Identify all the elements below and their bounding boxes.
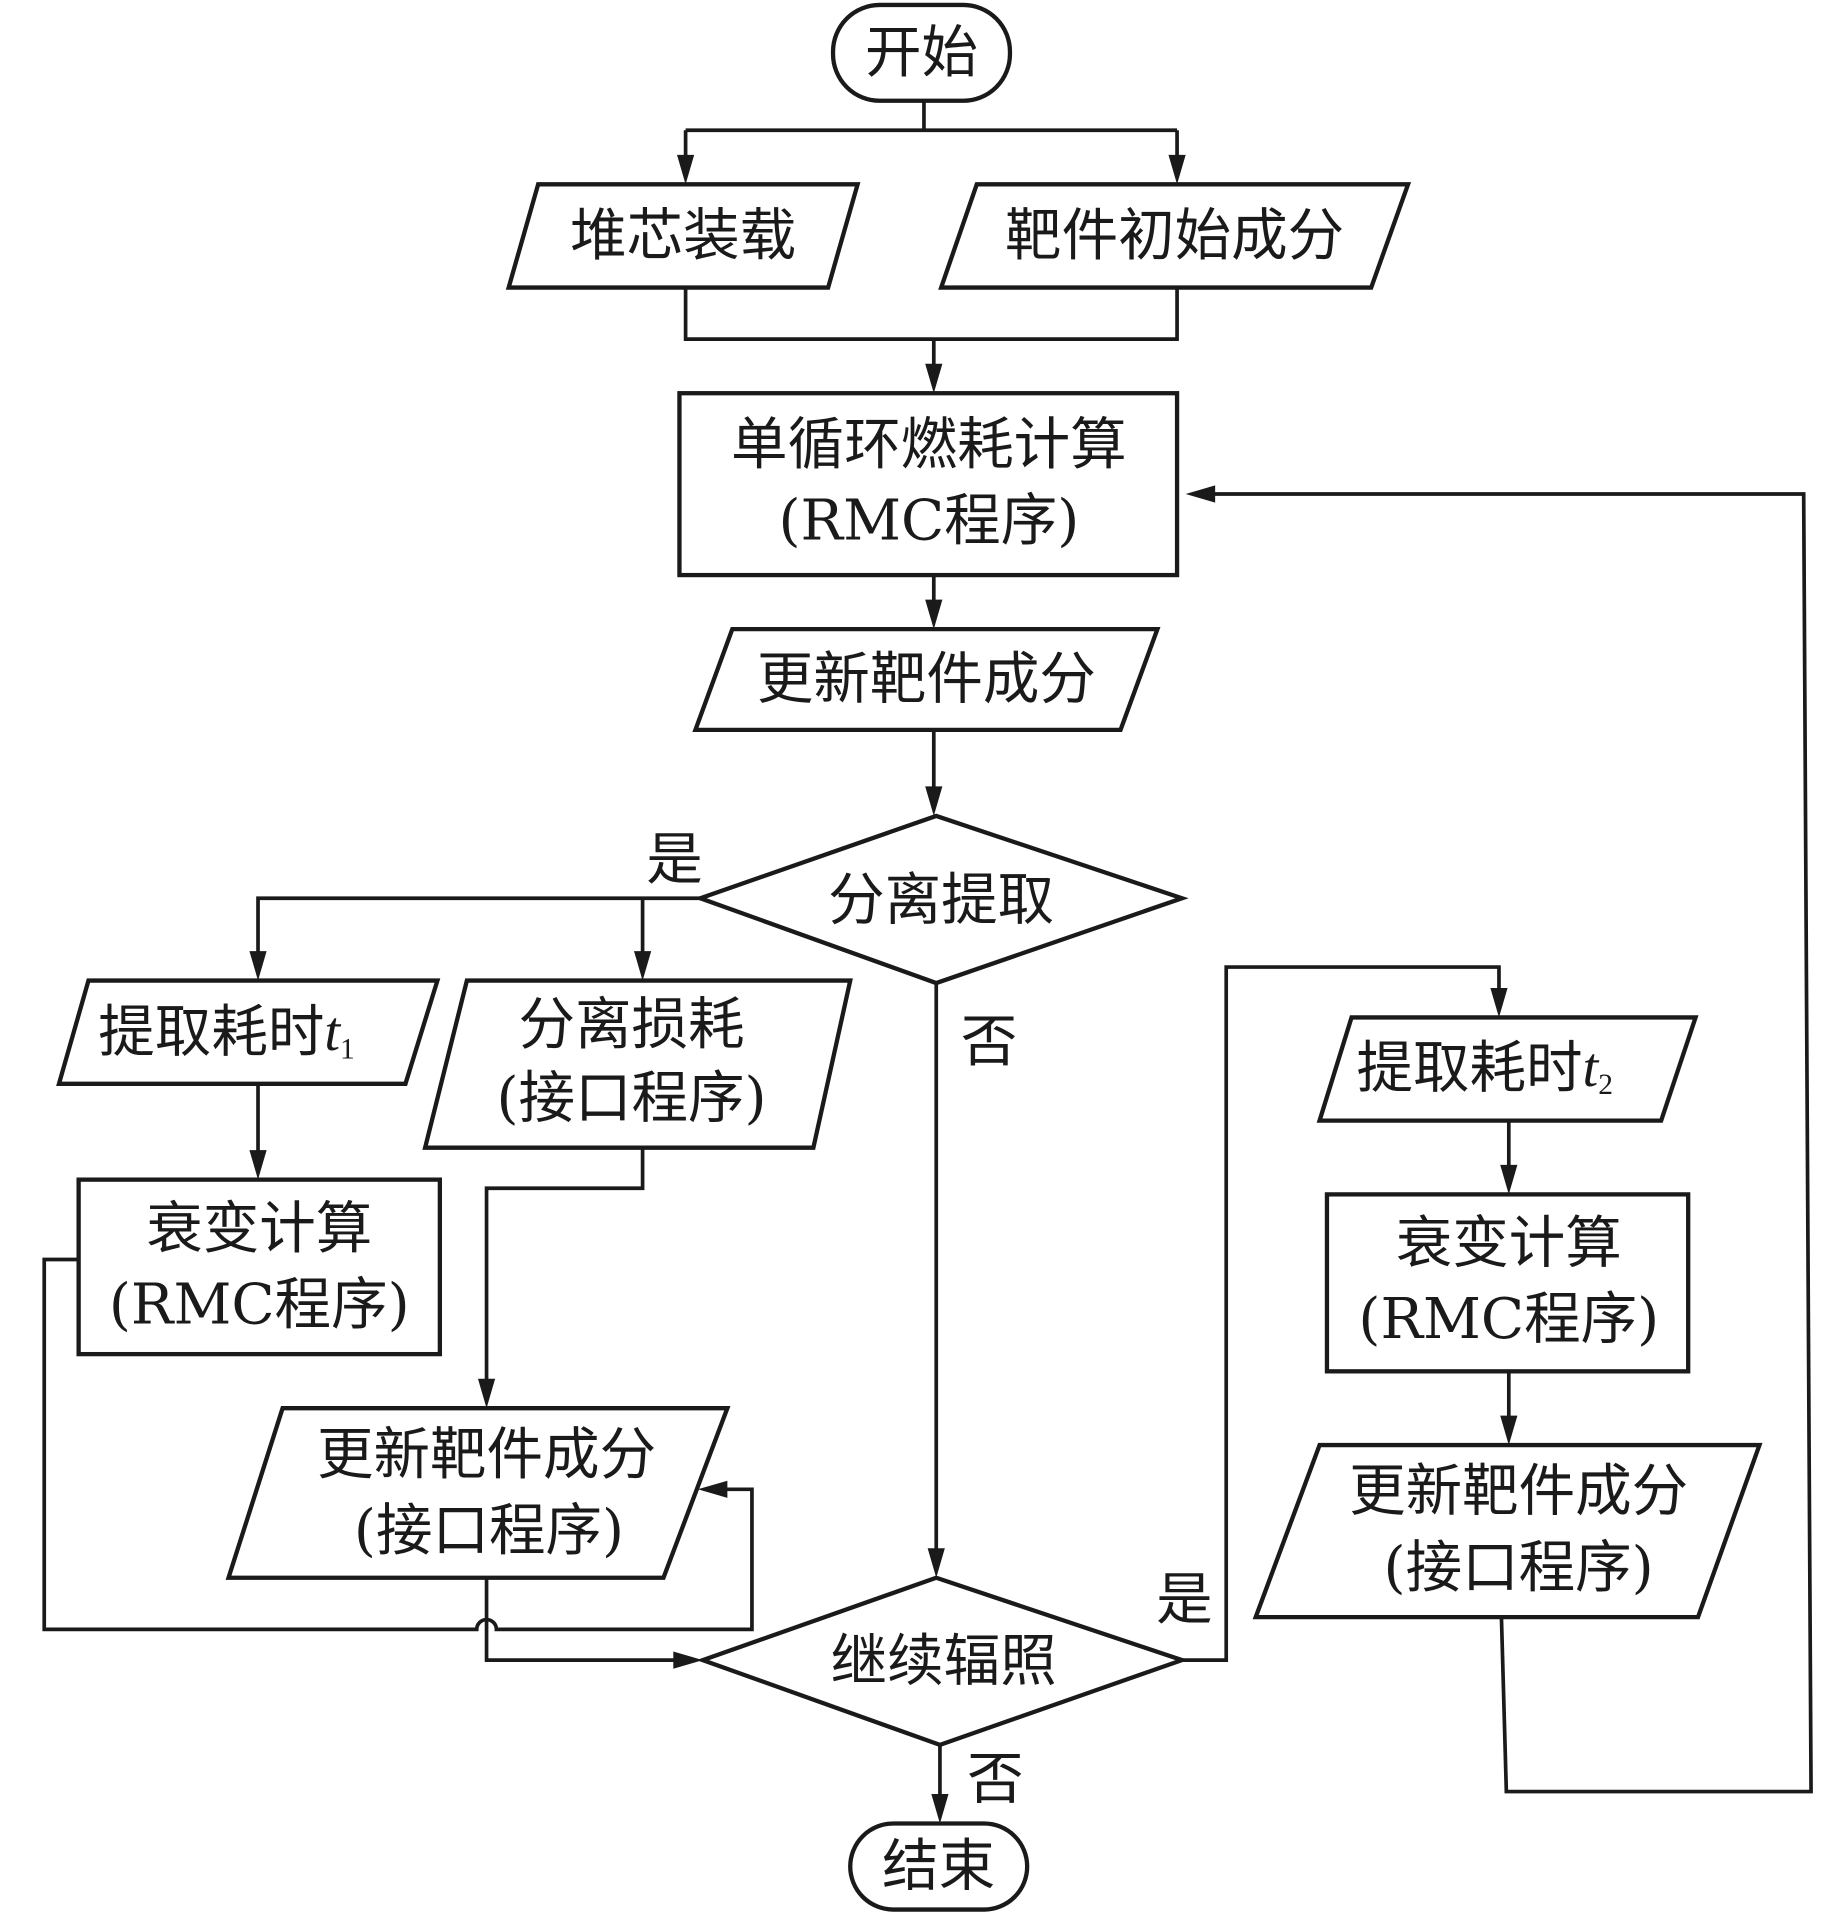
arrowhead — [249, 951, 267, 981]
cont-no-label: 否 — [967, 1747, 1024, 1812]
separation-loss-line1: 分离损耗 — [519, 992, 745, 1057]
separation-decision: 分离提取 — [693, 813, 1189, 986]
edge-update3-burnup — [1210, 492, 1813, 1794]
end-terminal: 结束 — [848, 1821, 1030, 1912]
update-target-3-line2: (接口程序) — [1384, 1535, 1654, 1600]
arrowhead — [1500, 1164, 1518, 1195]
start-label: 开始 — [865, 20, 978, 85]
decay-calc-2-line2: (RMC程序) — [1358, 1287, 1659, 1352]
extract-time-t2-label: 提取耗时 — [1356, 1035, 1582, 1100]
extract-time-t2-sub: 2 — [1598, 1069, 1613, 1101]
edge-update2-continue — [484, 1577, 679, 1662]
burnup-calc-process: 单循环燃耗计算 (RMC程序) — [677, 391, 1180, 578]
arrowhead — [697, 1480, 728, 1498]
arrowhead — [477, 1378, 496, 1409]
update-target-3-io: 更新靶件成分 (接口程序) — [1252, 1442, 1763, 1620]
arrowhead — [1185, 485, 1216, 503]
separation-loss-line2: (接口程序) — [496, 1066, 766, 1131]
decay-calc-2-line1: 衰变计算 — [1396, 1211, 1622, 1276]
update-target-1-io: 更新靶件成分 — [692, 626, 1161, 733]
update-target-3-line1: 更新靶件成分 — [1349, 1459, 1688, 1524]
update-target-2-line2: (接口程序) — [354, 1499, 624, 1564]
separation-decision-label: 分离提取 — [828, 868, 1054, 933]
extract-time-t2-io: 提取耗时t2 — [1316, 1015, 1699, 1123]
update-target-2-line1: 更新靶件成分 — [317, 1422, 656, 1487]
cont-yes-label: 是 — [1156, 1567, 1213, 1632]
continue-decision-label: 继续辐照 — [831, 1629, 1057, 1694]
decay-calc-1-line2: (RMC程序) — [109, 1272, 410, 1337]
arrowhead — [925, 786, 943, 816]
extract-time-t2-text: 提取耗时t2 — [1356, 1035, 1613, 1101]
arrowhead — [931, 1794, 949, 1824]
decay-calc-1-line1: 衰变计算 — [146, 1196, 372, 1261]
arrowhead — [249, 1150, 267, 1180]
decay-calc-1-process: 衰变计算 (RMC程序) — [76, 1177, 443, 1357]
arrowhead — [925, 363, 943, 394]
decay-calc-2-process: 衰变计算 (RMC程序) — [1324, 1192, 1691, 1374]
update-target-2-io: 更新靶件成分 (接口程序) — [225, 1406, 731, 1580]
extract-time-t1-sub: 1 — [340, 1033, 355, 1065]
update-target-1-label: 更新靶件成分 — [757, 647, 1096, 712]
target-initial-label: 靶件初始成分 — [1005, 203, 1344, 268]
burnup-calc-line2: (RMC程序) — [778, 489, 1079, 554]
target-initial-io: 靶件初始成分 — [938, 182, 1412, 290]
core-loading-label: 堆芯装载 — [570, 203, 796, 268]
arrowhead — [633, 951, 652, 981]
arrowhead — [676, 154, 695, 185]
edge-loss-update2 — [484, 1147, 645, 1384]
edge-merge-to-burnup — [683, 287, 1179, 372]
core-loading-io: 堆芯装载 — [505, 182, 861, 290]
burnup-calc-line1: 单循环燃耗计算 — [731, 412, 1127, 477]
edge-start-split — [683, 100, 1179, 163]
arrowhead — [1490, 987, 1508, 1018]
extract-time-t1-label: 提取耗时 — [98, 1000, 324, 1065]
arrowhead — [673, 1651, 703, 1669]
edge-sep-yes — [256, 896, 701, 956]
separation-loss-io: 分离损耗 (接口程序) — [422, 978, 853, 1150]
continue-decision: 继续辐照 — [696, 1575, 1189, 1748]
sep-yes-label: 是 — [646, 828, 703, 893]
connectors — [42, 100, 1813, 1824]
extract-time-t2-var: t — [1583, 1037, 1600, 1099]
extract-time-t1-var: t — [324, 1001, 341, 1063]
start-terminal: 开始 — [830, 2, 1013, 103]
arrowhead — [1168, 154, 1186, 185]
arrowhead — [925, 599, 943, 630]
arrowhead — [1500, 1415, 1518, 1446]
end-label: 结束 — [882, 1834, 995, 1899]
edge-cont-yes — [1181, 965, 1501, 1662]
extract-time-t1-text: 提取耗时t1 — [98, 1000, 355, 1066]
sep-no-label: 否 — [961, 1010, 1018, 1075]
extract-time-t1-io: 提取耗时t1 — [56, 978, 441, 1086]
arrowhead — [927, 1548, 945, 1578]
